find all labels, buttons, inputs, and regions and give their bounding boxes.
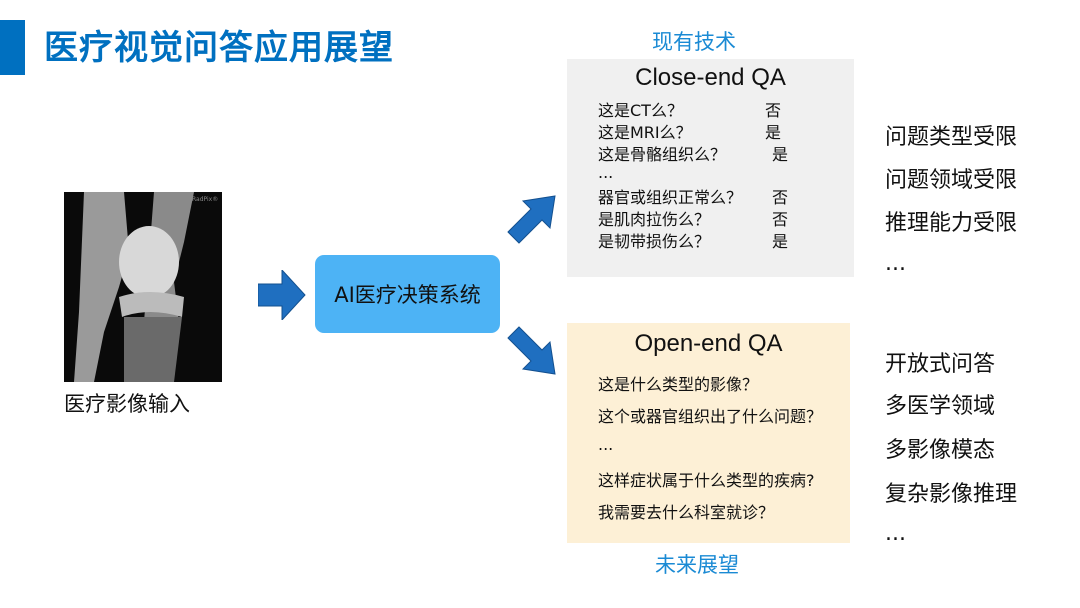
qa-question: 这是CT么？ (598, 101, 683, 120)
qa-ellipsis: ... (598, 163, 614, 182)
open-end-qa-box: Open-end QA 这是什么类型的影像？ 这个或器官组织出了什么问题？ ..… (567, 323, 850, 543)
close-end-qa-box: Close-end QA 这是CT么？否 这是MRI么？是 这是骨骼组织么？是 … (567, 59, 854, 277)
arrow-right-icon (258, 270, 306, 320)
ai-system-label: AI医疗决策系统 (334, 283, 481, 307)
watermark: RadPix® (192, 196, 218, 203)
open-question: 我需要去什么科室就诊？ (598, 503, 775, 522)
feature-item: 复杂影像推理 (885, 482, 1018, 507)
open-ellipsis: ... (598, 435, 614, 454)
open-question: 这个或器官组织出了什么问题？ (598, 407, 823, 426)
qa-answer: 否 (765, 101, 782, 120)
ai-decision-system-box: AI医疗决策系统 (315, 255, 500, 333)
feature-ellipsis: ... (885, 521, 906, 546)
qa-answer: 是 (772, 232, 789, 251)
qa-answer: 否 (772, 188, 789, 207)
arrow-up-right-icon (507, 195, 556, 244)
open-question: 这是什么类型的影像？ (598, 375, 759, 394)
qa-answer: 是 (765, 123, 782, 142)
feature-item: 多医学领域 (885, 394, 996, 419)
mri-image: RadPix® (64, 192, 222, 382)
future-header: 未来展望 (655, 553, 739, 577)
input-caption: 医疗影像输入 (64, 392, 190, 416)
arrow-down-right-icon (507, 326, 556, 375)
qa-answer: 否 (772, 210, 789, 229)
limit-item: 问题领域受限 (885, 168, 1018, 193)
limit-ellipsis: ... (885, 251, 906, 276)
qa-question: 器官或组织正常么？ (598, 188, 743, 207)
open-end-title: Open-end QA (634, 330, 783, 357)
qa-question: 这是骨骼组织么？ (598, 145, 727, 164)
page-title: 医疗视觉问答应用展望 (44, 28, 394, 68)
current-tech-header: 现有技术 (652, 30, 736, 54)
close-end-title: Close-end QA (635, 64, 786, 91)
qa-question: 是韧带损伤么？ (598, 232, 711, 251)
feature-item: 多影像模态 (885, 438, 996, 463)
qa-question: 这是MRI么？ (598, 123, 692, 142)
qa-answer: 是 (772, 145, 789, 164)
open-question: 这样症状属于什么类型的疾病? (598, 471, 815, 490)
limit-item: 推理能力受限 (885, 211, 1018, 236)
limit-item: 问题类型受限 (885, 125, 1018, 150)
qa-question: 是肌肉拉伤么？ (598, 210, 711, 229)
feature-item: 开放式问答 (885, 352, 996, 377)
title-accent-bar (0, 20, 25, 75)
